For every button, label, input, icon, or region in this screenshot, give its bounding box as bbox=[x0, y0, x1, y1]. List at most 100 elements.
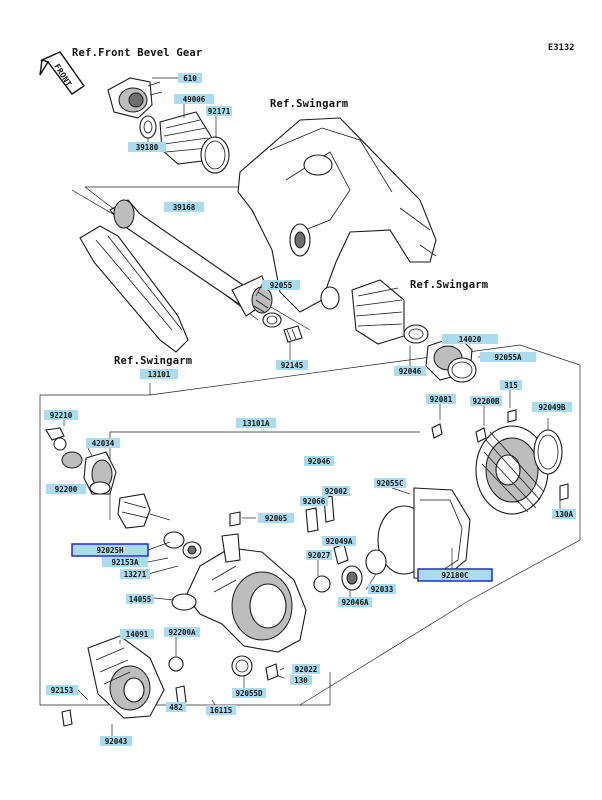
part-label-box[interactable] bbox=[306, 550, 332, 560]
part-label-92210[interactable]: 92210 bbox=[44, 410, 78, 420]
part-label-13101[interactable]: 13101 bbox=[140, 369, 178, 379]
part-code: 13101A bbox=[242, 419, 270, 428]
part-label-16115[interactable]: 16115 bbox=[206, 705, 236, 715]
part-label-box[interactable] bbox=[394, 366, 426, 376]
part-label-box[interactable] bbox=[322, 486, 350, 496]
part-label-box[interactable] bbox=[480, 352, 536, 362]
part-code: 92027 bbox=[308, 551, 331, 560]
part-label-13101a[interactable]: 13101A bbox=[236, 418, 276, 428]
part-label-box[interactable] bbox=[140, 369, 178, 379]
part-label-92027[interactable]: 92027 bbox=[306, 550, 332, 560]
part-label-130[interactable]: 130 bbox=[290, 675, 312, 685]
part-label-box[interactable] bbox=[164, 202, 204, 212]
part-label-box[interactable] bbox=[120, 629, 154, 639]
part-code: 92200 bbox=[55, 485, 78, 494]
part-label-14091[interactable]: 14091 bbox=[120, 629, 154, 639]
part-label-box[interactable] bbox=[164, 627, 200, 637]
part-label-box[interactable] bbox=[258, 513, 294, 523]
part-code: 92022 bbox=[295, 665, 318, 674]
part-label-box[interactable] bbox=[46, 484, 86, 494]
part-code: 92005 bbox=[265, 514, 288, 523]
final-gear-case bbox=[171, 495, 363, 681]
part-label-box[interactable] bbox=[338, 597, 372, 607]
part-label-92025h[interactable]: 92025H bbox=[71, 543, 149, 557]
part-label-610[interactable]: 610 bbox=[178, 73, 202, 83]
part-label-box[interactable] bbox=[174, 94, 214, 104]
part-code: 92145 bbox=[281, 361, 304, 370]
part-label-14020[interactable]: 14020 bbox=[442, 334, 498, 344]
front-bevel-gear-assembly bbox=[107, 77, 230, 174]
part-label-92153[interactable]: 92153 bbox=[46, 685, 78, 695]
part-label-92049b[interactable]: 92049B bbox=[532, 402, 572, 412]
part-label-box[interactable] bbox=[166, 702, 186, 712]
part-label-box[interactable] bbox=[417, 568, 493, 582]
part-code: 92025H bbox=[96, 546, 124, 555]
part-label-box[interactable] bbox=[276, 360, 308, 370]
part-label-box[interactable] bbox=[322, 536, 356, 546]
part-label-92055c[interactable]: 92055C bbox=[374, 478, 406, 488]
part-label-box[interactable] bbox=[71, 543, 149, 557]
part-label-box[interactable] bbox=[368, 584, 396, 594]
part-label-box[interactable] bbox=[532, 402, 572, 412]
part-label-92005[interactable]: 92005 bbox=[258, 513, 294, 523]
part-label-box[interactable] bbox=[426, 394, 456, 404]
part-label-92046[interactable]: 92046 bbox=[304, 456, 334, 466]
part-label-box[interactable] bbox=[126, 594, 154, 604]
part-label-box[interactable] bbox=[100, 736, 132, 746]
part-label-13271[interactable]: 13271 bbox=[120, 569, 150, 579]
part-label-box[interactable] bbox=[120, 569, 150, 579]
part-label-92145[interactable]: 92145 bbox=[276, 360, 308, 370]
part-label-42034[interactable]: 42034 bbox=[86, 438, 120, 448]
part-label-92200b[interactable]: 92200B bbox=[470, 396, 502, 406]
part-label-92153a[interactable]: 92153A bbox=[102, 557, 148, 567]
part-label-130a[interactable]: 130A bbox=[552, 509, 576, 519]
part-label-92200a[interactable]: 92200A bbox=[164, 627, 200, 637]
part-label-box[interactable] bbox=[206, 106, 232, 116]
part-label-14055[interactable]: 14055 bbox=[126, 594, 154, 604]
part-label-box[interactable] bbox=[552, 509, 576, 519]
part-label-box[interactable] bbox=[178, 73, 202, 83]
part-label-box[interactable] bbox=[44, 410, 78, 420]
part-label-box[interactable] bbox=[232, 688, 266, 698]
part-label-box[interactable] bbox=[102, 557, 148, 567]
part-label-box[interactable] bbox=[86, 438, 120, 448]
part-label-box[interactable] bbox=[46, 685, 78, 695]
part-label-box[interactable] bbox=[500, 380, 522, 390]
part-code: 92066 bbox=[303, 497, 326, 506]
part-label-92002[interactable]: 92002 bbox=[322, 486, 350, 496]
part-label-39180[interactable]: 39180 bbox=[128, 142, 166, 152]
part-label-92046a[interactable]: 92046A bbox=[338, 597, 372, 607]
part-label-92055[interactable]: 92055 bbox=[262, 280, 300, 290]
part-label-box[interactable] bbox=[206, 705, 236, 715]
part-label-92055a[interactable]: 92055A bbox=[480, 352, 536, 362]
part-label-92043[interactable]: 92043 bbox=[100, 736, 132, 746]
part-label-92066[interactable]: 92066 bbox=[300, 496, 328, 506]
part-label-92180c[interactable]: 92180C bbox=[417, 568, 493, 582]
part-label-315[interactable]: 315 bbox=[500, 380, 522, 390]
part-label-92022[interactable]: 92022 bbox=[292, 664, 320, 674]
part-label-box[interactable] bbox=[374, 478, 406, 488]
part-label-box[interactable] bbox=[442, 334, 498, 344]
part-label-box[interactable] bbox=[304, 456, 334, 466]
part-label-482[interactable]: 482 bbox=[166, 702, 186, 712]
part-label-box[interactable] bbox=[292, 664, 320, 674]
part-label-92200[interactable]: 92200 bbox=[46, 484, 86, 494]
part-label-92049a[interactable]: 92049A bbox=[322, 536, 356, 546]
part-label-49006[interactable]: 49006 bbox=[174, 94, 214, 104]
part-label-box[interactable] bbox=[128, 142, 166, 152]
part-code: 92033 bbox=[371, 585, 394, 594]
part-label-box[interactable] bbox=[262, 280, 300, 290]
part-label-92171[interactable]: 92171 bbox=[206, 106, 232, 116]
part-label-box[interactable] bbox=[290, 675, 312, 685]
part-label-92046[interactable]: 92046 bbox=[394, 366, 426, 376]
part-label-box[interactable] bbox=[470, 396, 502, 406]
part-label-92033[interactable]: 92033 bbox=[368, 584, 396, 594]
part-label-92081[interactable]: 92081 bbox=[426, 394, 456, 404]
part-label-box[interactable] bbox=[300, 496, 328, 506]
part-label-39168[interactable]: 39168 bbox=[164, 202, 204, 212]
part-code: 92049B bbox=[538, 403, 566, 412]
part-code: 610 bbox=[183, 74, 197, 83]
part-code: 49006 bbox=[183, 95, 206, 104]
part-label-92055d[interactable]: 92055D bbox=[232, 688, 266, 698]
part-label-box[interactable] bbox=[236, 418, 276, 428]
